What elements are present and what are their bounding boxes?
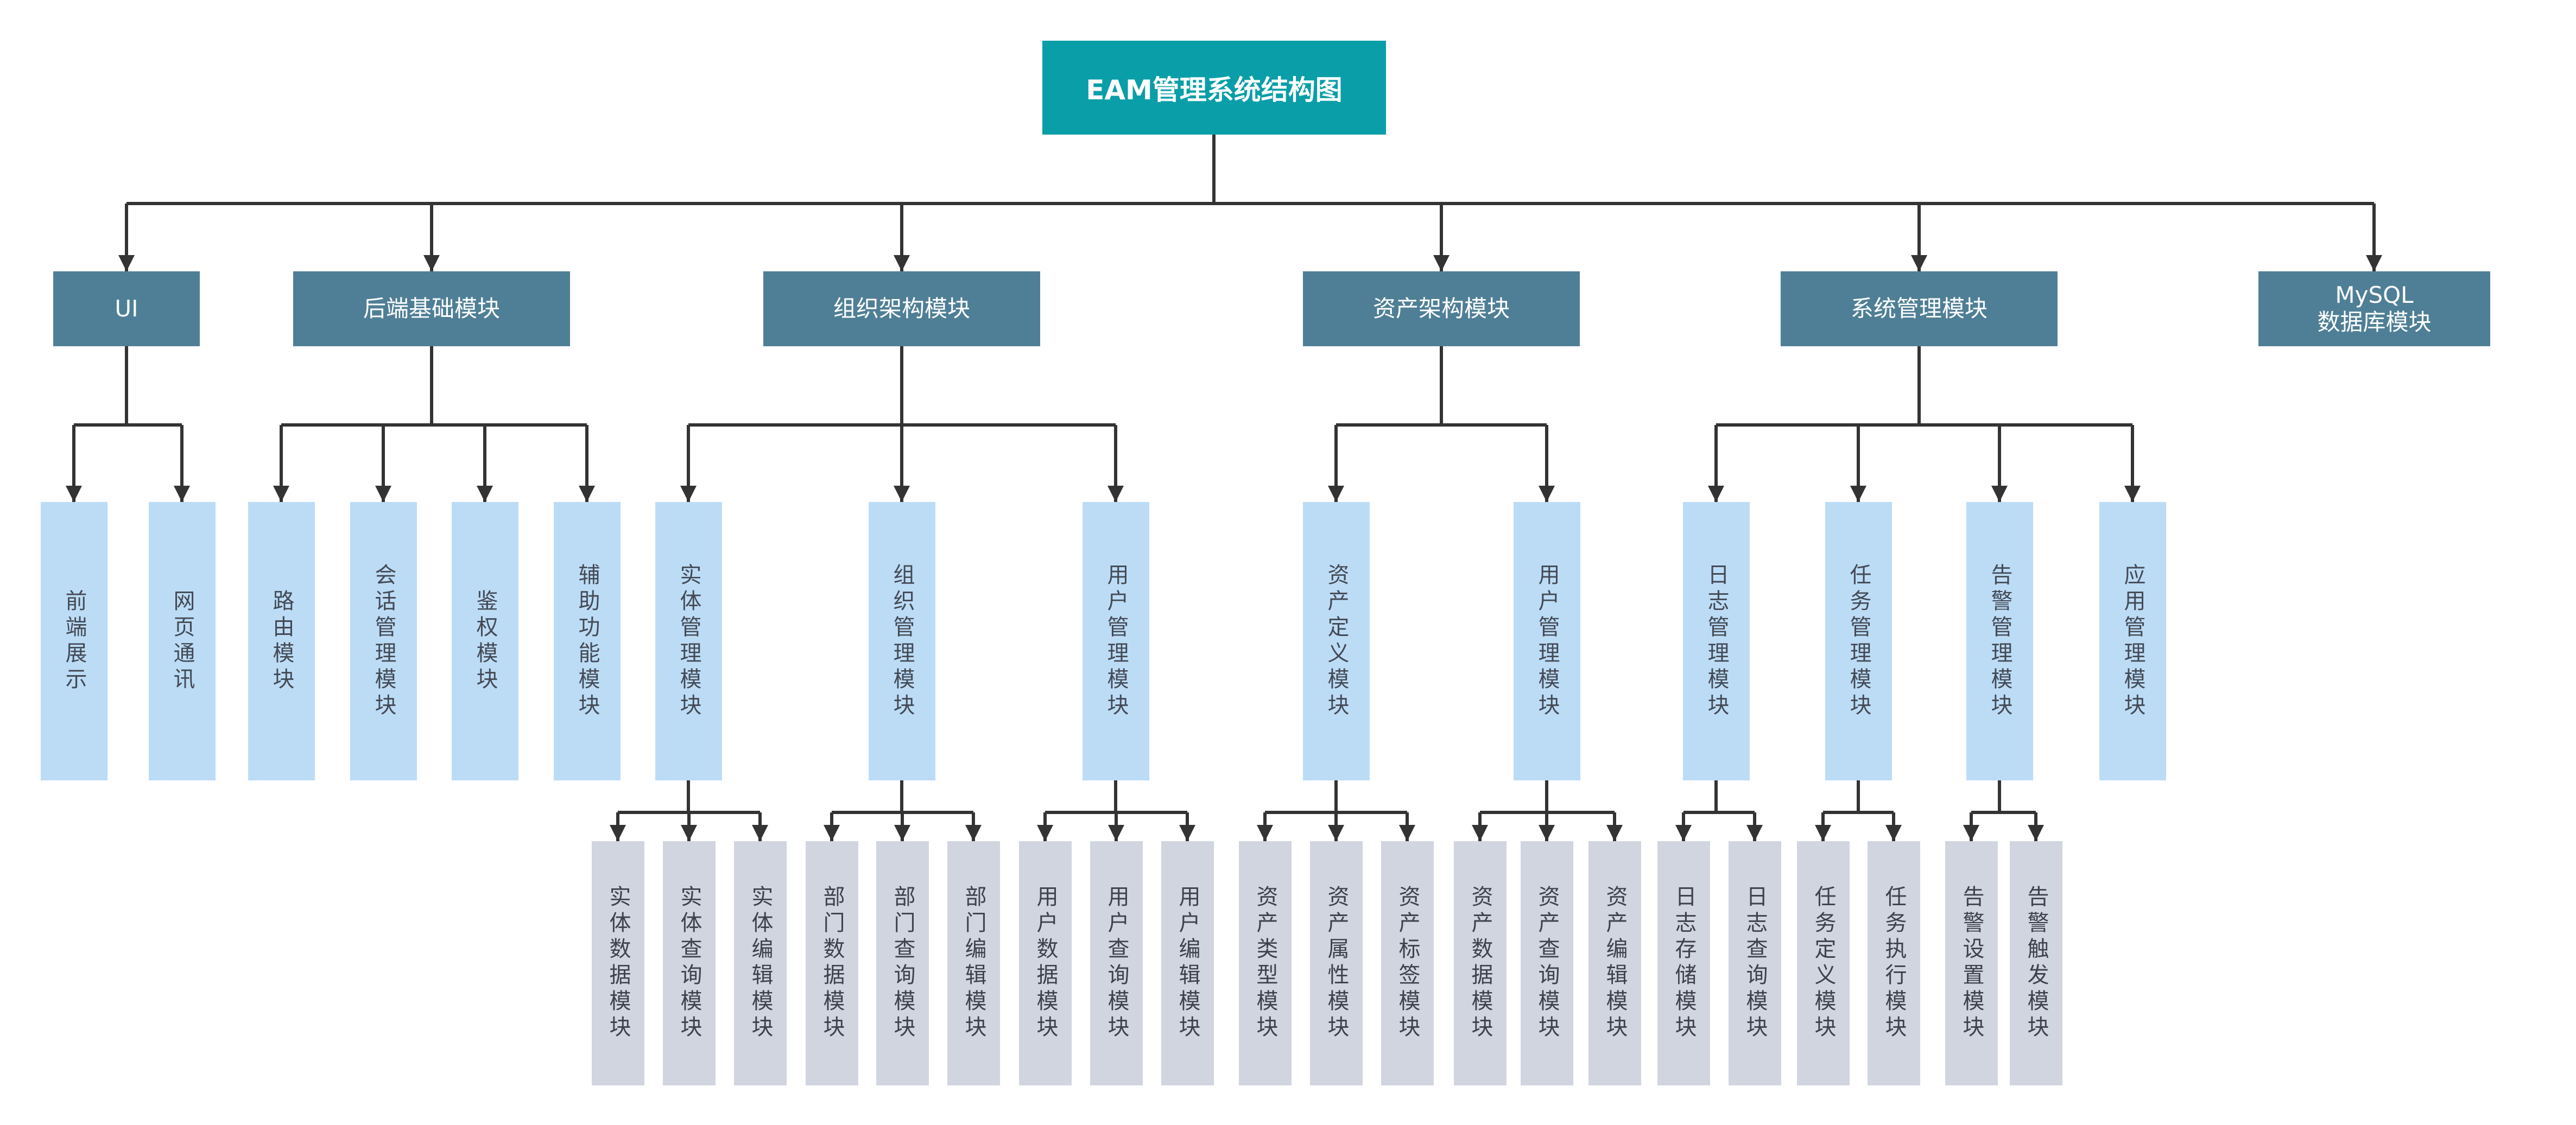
submodule-alarm-management: 告警管理模块 <box>1966 502 2033 780</box>
leaf-entity-query: 实体查询模块 <box>663 841 716 1085</box>
submodule-org-user-management: 用户管理模块 <box>1083 502 1149 780</box>
submodule-routing: 路由模块 <box>248 502 315 780</box>
leaf-dept-data: 部门数据模块 <box>806 841 858 1085</box>
submodule-frontend-display: 前端展示 <box>41 502 107 780</box>
leaf-alarm-setting: 告警设置模块 <box>1945 841 1998 1085</box>
leaf-asset-tag: 资产标签模块 <box>1381 841 1434 1085</box>
module-mysql-database: MySQL 数据库模块 <box>2258 271 2490 346</box>
module-asset-structure: 资产架构模块 <box>1303 271 1580 346</box>
submodule-auxiliary-functions: 辅助功能模块 <box>554 502 621 780</box>
module-system-management: 系统管理模块 <box>1781 271 2058 346</box>
leaf-alarm-trigger: 告警触发模块 <box>2010 841 2062 1085</box>
leaf-dept-edit: 部门编辑模块 <box>947 841 1000 1085</box>
module-ui: UI <box>53 271 200 346</box>
submodule-asset-user-management: 用户管理模块 <box>1514 502 1580 780</box>
submodule-web-communication: 网页通讯 <box>149 502 216 780</box>
leaf-dept-query: 部门查询模块 <box>876 841 929 1085</box>
leaf-entity-data: 实体数据模块 <box>592 841 644 1085</box>
submodule-task-management: 任务管理模块 <box>1825 502 1892 780</box>
submodule-organization-management: 组织管理模块 <box>869 502 935 780</box>
leaf-user-edit: 用户编辑模块 <box>1161 841 1214 1085</box>
leaf-user-query: 用户查询模块 <box>1090 841 1143 1085</box>
submodule-authorization: 鉴权模块 <box>452 502 518 780</box>
leaf-entity-edit: 实体编辑模块 <box>734 841 787 1085</box>
module-backend-base: 后端基础模块 <box>293 271 570 346</box>
submodule-session-management: 会话管理模块 <box>350 502 417 780</box>
leaf-asset-query: 资产查询模块 <box>1521 841 1573 1085</box>
submodule-application-management: 应用管理模块 <box>2099 502 2166 780</box>
module-org-structure: 组织架构模块 <box>763 271 1040 346</box>
submodule-log-management: 日志管理模块 <box>1683 502 1750 780</box>
leaf-asset-edit: 资产编辑模块 <box>1588 841 1641 1085</box>
leaf-log-storage: 日志存储模块 <box>1657 841 1710 1085</box>
leaf-log-query: 日志查询模块 <box>1729 841 1781 1085</box>
leaf-asset-data: 资产数据模块 <box>1454 841 1507 1085</box>
diagram-title: EAM管理系统结构图 <box>1042 41 1386 135</box>
leaf-asset-type: 资产类型模块 <box>1239 841 1292 1085</box>
leaf-asset-attribute: 资产属性模块 <box>1310 841 1363 1085</box>
submodule-asset-definition: 资产定义模块 <box>1303 502 1370 780</box>
leaf-task-execution: 任务执行模块 <box>1868 841 1920 1085</box>
submodule-entity-management: 实体管理模块 <box>655 502 722 780</box>
leaf-task-definition: 任务定义模块 <box>1797 841 1850 1085</box>
leaf-user-data: 用户数据模块 <box>1019 841 1072 1085</box>
